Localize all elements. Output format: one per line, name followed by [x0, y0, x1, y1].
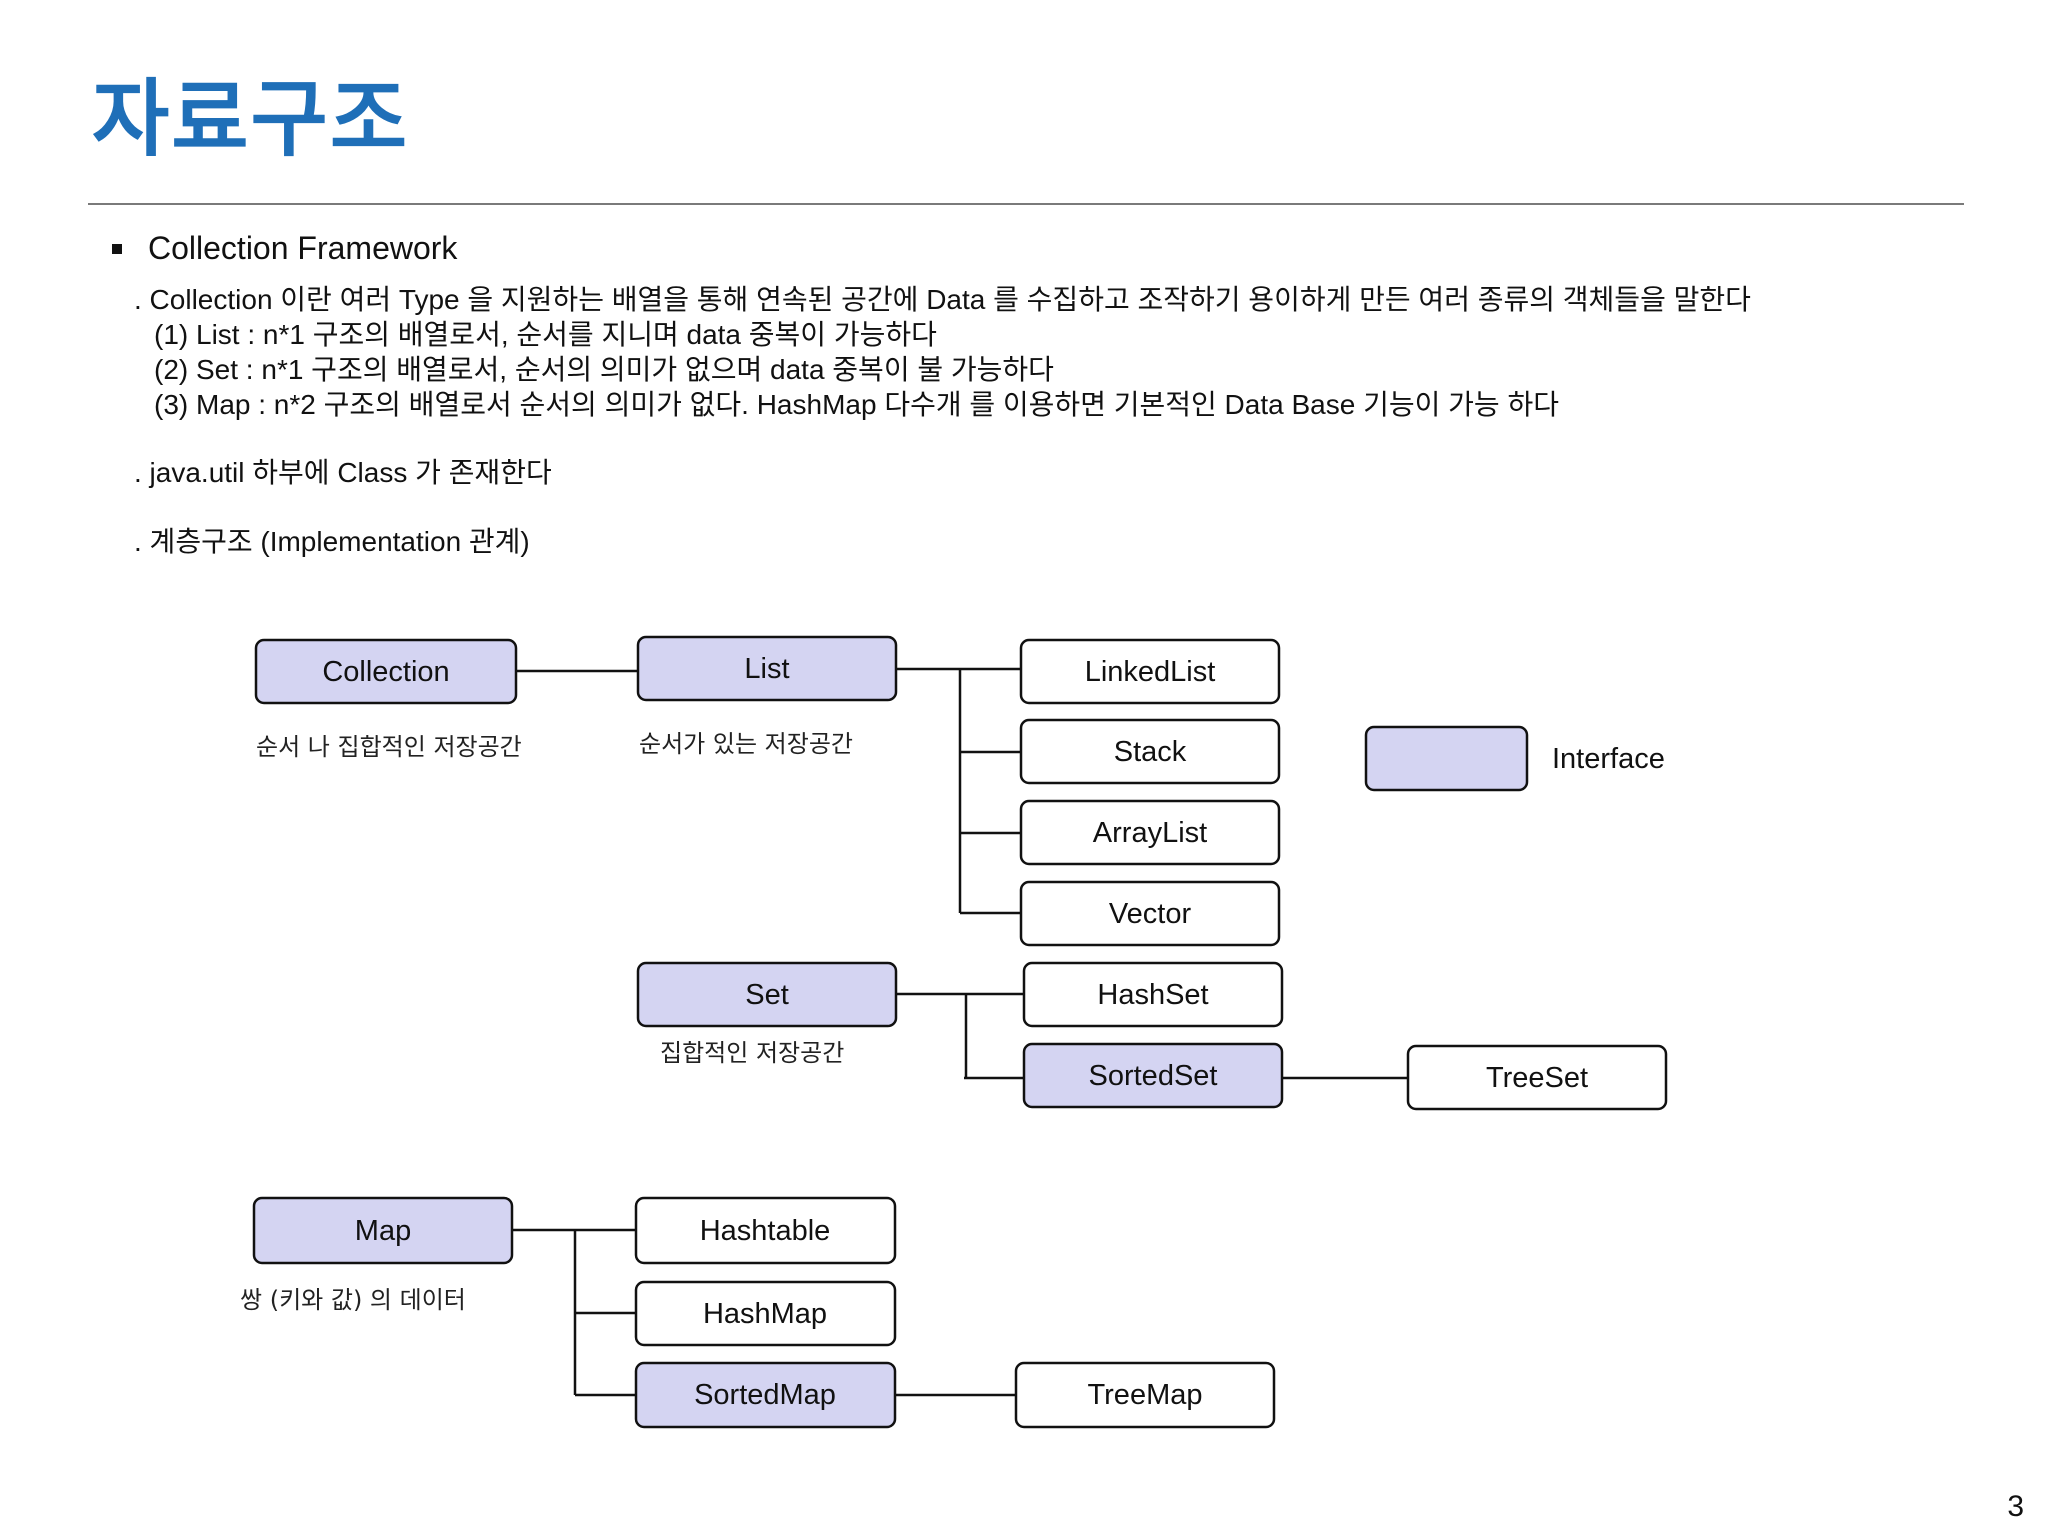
- square-bullet-icon: [112, 244, 122, 254]
- node-label-hashset: HashSet: [1097, 979, 1208, 1011]
- map-definition-line: (3) Map : n*2 구조의 배열로서 순서의 의미가 없다. HashM…: [154, 389, 1559, 420]
- node-label-sortedset: SortedSet: [1089, 1060, 1218, 1092]
- node-label-arraylist: ArrayList: [1093, 817, 1207, 849]
- node-map: Map: [252, 1196, 514, 1265]
- node-treeset: TreeSet: [1406, 1044, 1668, 1111]
- node-collection: Collection: [254, 638, 518, 705]
- node-label-hashmap: HashMap: [703, 1298, 827, 1330]
- legend-label: Interface: [1552, 743, 1665, 775]
- page-number: 3: [2007, 1490, 2024, 1523]
- package-note-line: . java.util 하부에 Class 가 존재한다: [134, 457, 552, 488]
- legend: Interface: [1364, 725, 1665, 792]
- node-set: Set: [636, 961, 898, 1028]
- node-treemap: TreeMap: [1014, 1361, 1276, 1429]
- node-sortedmap: SortedMap: [634, 1361, 897, 1429]
- section-heading: Collection Framework: [148, 230, 458, 266]
- set-definition-line: (2) Set : n*1 구조의 배열로서, 순서의 의미가 없으며 data…: [154, 354, 1054, 385]
- node-label-list: List: [744, 653, 789, 685]
- node-label-vector: Vector: [1109, 898, 1192, 930]
- caption-map: 쌍 (키와 값) 의 데이터: [240, 1286, 466, 1314]
- node-hashset: HashSet: [1022, 961, 1284, 1028]
- node-label-stack: Stack: [1114, 736, 1187, 768]
- hierarchy-note-line: . 계층구조 (Implementation 관계): [134, 526, 530, 557]
- node-stack: Stack: [1019, 718, 1281, 785]
- node-label-sortedmap: SortedMap: [694, 1379, 836, 1411]
- node-label-treemap: TreeMap: [1088, 1379, 1203, 1411]
- node-hashtable: Hashtable: [634, 1196, 897, 1265]
- description-line: . Collection 이란 여러 Type 을 지원하는 배열을 통해 연속…: [134, 284, 1751, 315]
- connectors: [512, 667, 1408, 1397]
- node-list: List: [636, 635, 898, 702]
- node-label-treeset: TreeSet: [1486, 1062, 1588, 1094]
- node-hashmap: HashMap: [634, 1280, 897, 1347]
- node-linkedlist: LinkedList: [1019, 638, 1281, 705]
- title-divider: [88, 203, 1964, 205]
- node-label-map: Map: [355, 1215, 411, 1247]
- node-vector: Vector: [1019, 880, 1281, 947]
- node-sortedset: SortedSet: [1022, 1042, 1284, 1109]
- caption-list: 순서가 있는 저장공간: [639, 730, 853, 758]
- node-label-linkedlist: LinkedList: [1085, 656, 1216, 688]
- caption-set: 집합적인 저장공간: [660, 1039, 844, 1067]
- node-label-hashtable: Hashtable: [700, 1215, 831, 1247]
- node-label-set: Set: [745, 979, 789, 1011]
- caption-collection: 순서 나 집합적인 저장공간: [256, 733, 522, 761]
- list-definition-line: (1) List : n*1 구조의 배열로서, 순서를 지니며 data 중복…: [154, 319, 937, 350]
- slide-title: 자료구조: [92, 69, 410, 168]
- node-arraylist: ArrayList: [1019, 799, 1281, 866]
- node-label-collection: Collection: [322, 656, 449, 688]
- legend-swatch: [1364, 725, 1529, 792]
